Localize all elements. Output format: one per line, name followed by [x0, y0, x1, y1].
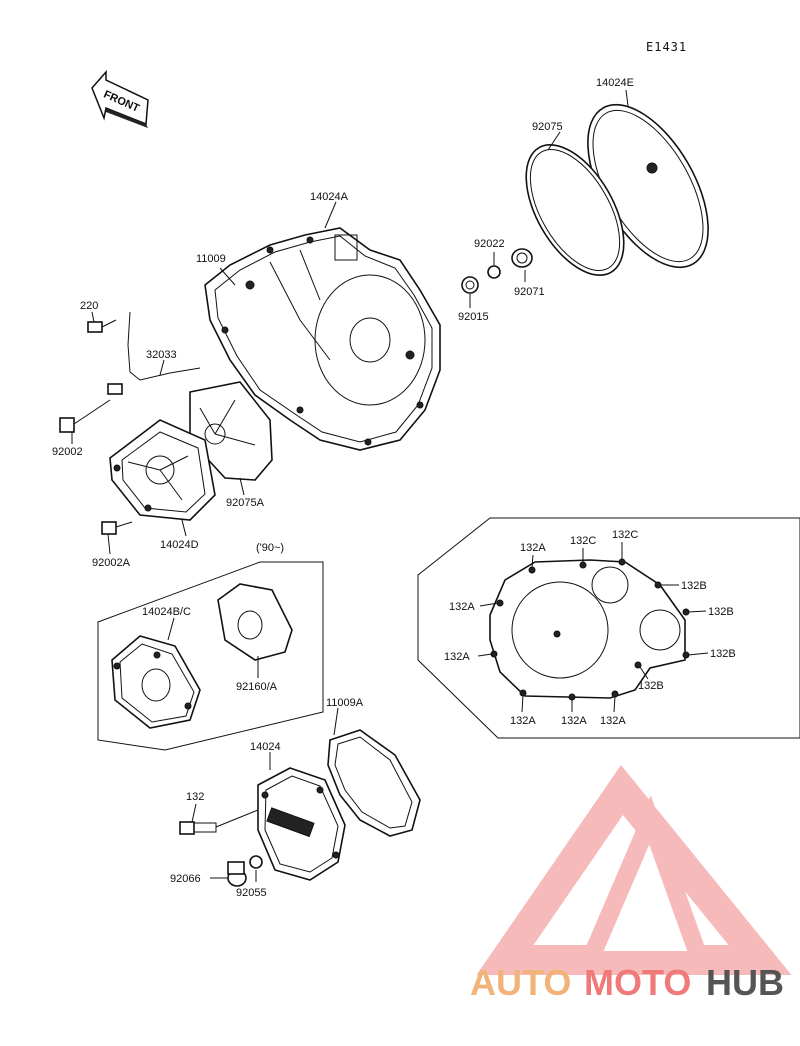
- callout-132A: 132A: [520, 542, 546, 554]
- label-92002: 92002: [52, 446, 83, 458]
- variant-note: ('90~): [256, 542, 284, 554]
- variant-box: [97, 561, 324, 751]
- label-11009: 11009: [196, 253, 226, 265]
- leader-lines: [71, 89, 629, 882]
- bolt-132: [179, 809, 259, 835]
- label-92075: 92075: [532, 121, 563, 133]
- label-92160A: 92160/A: [236, 681, 278, 693]
- cover-14024: [257, 767, 346, 881]
- callout-132A: 132A: [444, 651, 470, 663]
- cover-bolt-pattern: [489, 558, 690, 701]
- label-11009A: 11009A: [326, 697, 364, 709]
- label-92022: 92022: [474, 238, 505, 250]
- label-92002A: 92002A: [92, 557, 131, 569]
- callout-132C: 132C: [570, 535, 596, 547]
- callout-132B: 132B: [638, 680, 664, 692]
- plug-92066: [227, 861, 247, 887]
- bolt-92002A: [101, 521, 133, 535]
- bolt-220: [87, 319, 117, 333]
- label-132: 132: [186, 791, 204, 803]
- seal-92015: [461, 276, 479, 294]
- bolt-pattern-box: [417, 517, 800, 739]
- cover-14024D: [109, 419, 216, 521]
- gasket-92160A: [217, 583, 293, 661]
- label-92055: 92055: [236, 887, 267, 899]
- label-14024E: 14024E: [596, 77, 634, 89]
- callout-leaders: [477, 542, 709, 713]
- watermark-hub: HUB: [706, 962, 784, 1003]
- label-92071: 92071: [514, 286, 545, 298]
- cable-32033: [127, 311, 201, 381]
- cover-14024E: [587, 103, 709, 269]
- label-14024D: 14024D: [160, 539, 199, 551]
- oring-92055: [249, 855, 263, 869]
- label-220: 220: [80, 300, 98, 312]
- callout-132B: 132B: [710, 648, 736, 660]
- oring-92075: [525, 144, 625, 276]
- callout-132A: 132A: [600, 715, 626, 727]
- cover-14024BC: [111, 635, 201, 729]
- label-92066: 92066: [170, 873, 201, 885]
- callout-132A: 132A: [561, 715, 587, 727]
- callout-132B: 132B: [708, 606, 734, 618]
- label-14024A: 14024A: [310, 191, 349, 203]
- front-arrow-icon: FRONT: [91, 70, 149, 128]
- cover-14024A: [204, 227, 441, 451]
- bushing-92071: [511, 248, 533, 268]
- label-32033: 32033: [146, 349, 177, 361]
- callout-132B: 132B: [681, 580, 707, 592]
- clamp-icon: [107, 383, 123, 395]
- washer-92022: [487, 265, 501, 279]
- diagram-code: E1431: [646, 40, 687, 54]
- label-92075A: 92075A: [226, 497, 265, 509]
- gasket-11009A: [327, 729, 421, 837]
- watermark-moto: MOTO: [584, 962, 691, 1003]
- bolt-92002: [59, 399, 111, 433]
- label-92015: 92015: [458, 311, 489, 323]
- watermark-logo: [476, 764, 792, 975]
- callout-132A: 132A: [449, 601, 475, 613]
- label-14024BC: 14024B/C: [142, 606, 191, 618]
- label-14024: 14024: [250, 741, 281, 753]
- watermark-auto: AUTO: [470, 962, 571, 1003]
- callout-132C: 132C: [612, 529, 638, 541]
- callout-132A: 132A: [510, 715, 536, 727]
